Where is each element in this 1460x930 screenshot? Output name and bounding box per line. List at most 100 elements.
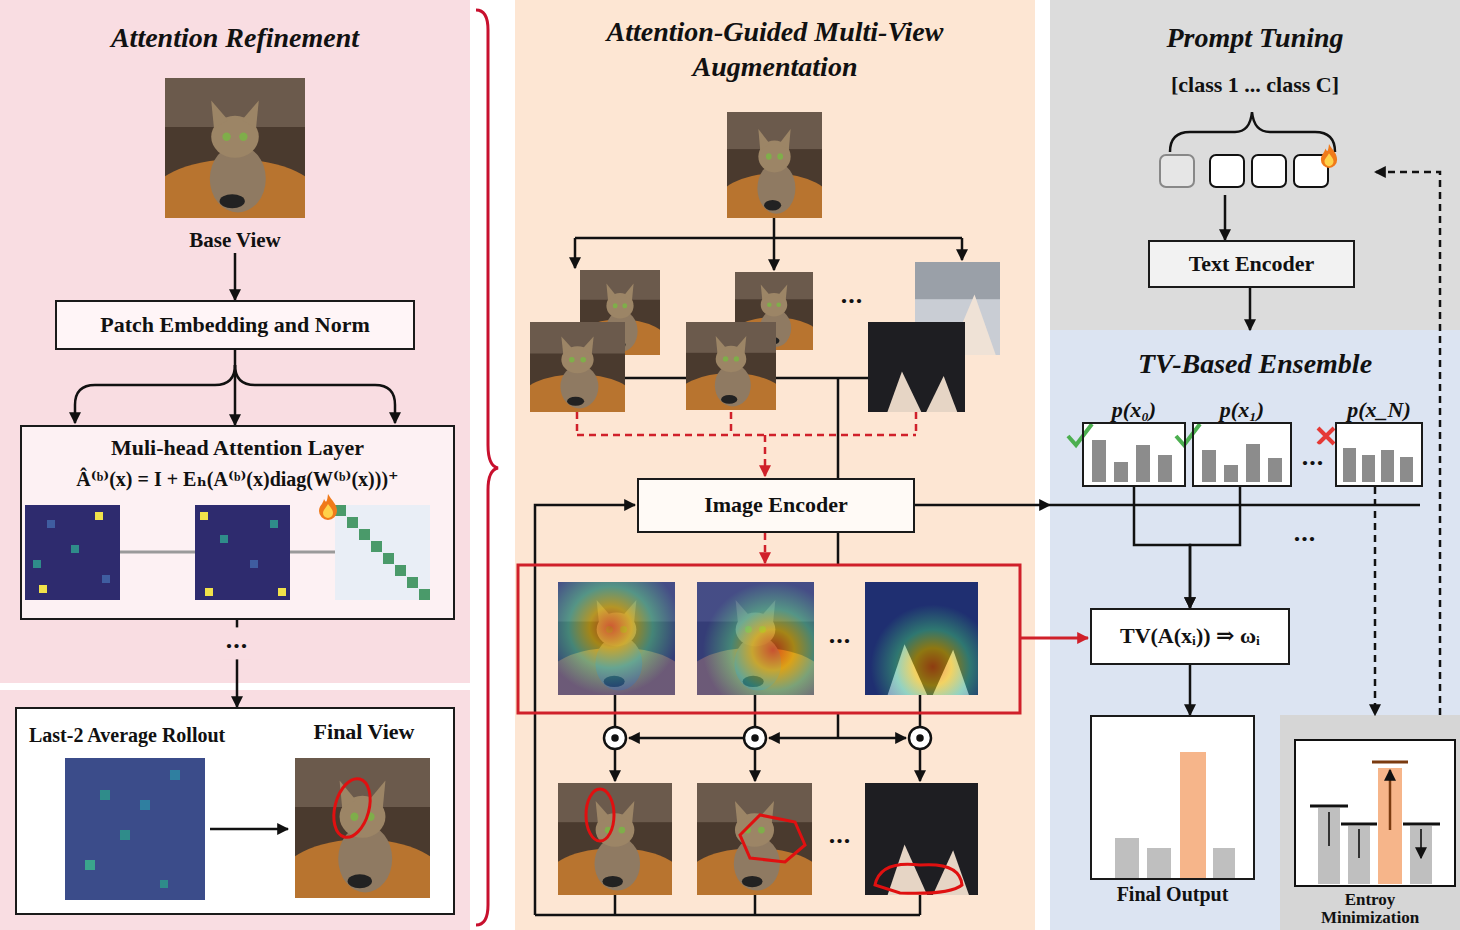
node-label: Final Output (1072, 882, 1273, 906)
attention-matrices (335, 505, 430, 600)
histogram-box: p(x_N) (1335, 422, 1423, 487)
output-chart (1115, 838, 1139, 878)
rollout-images (170, 770, 180, 780)
attention-matrices (250, 560, 258, 568)
multiply-symbols (613, 736, 618, 741)
node-label: p(x₁) (1164, 397, 1320, 423)
node-label: Patch Embedding and Norm (100, 312, 370, 338)
prompt-tokens (1170, 112, 1335, 152)
node-label: Muli-head Attention Layer (22, 435, 453, 461)
branch-wires (75, 365, 235, 423)
augmentation-wires (629, 737, 743, 740)
rollout-images (120, 830, 130, 840)
final-crops (544, 783, 978, 915)
multiply-symbols (744, 727, 766, 749)
text-slot: TV-Based Ensemble (1050, 346, 1460, 381)
text-slot: ... (1299, 444, 1328, 476)
connector (1374, 487, 1377, 715)
ellipsis-label: ... (826, 822, 855, 854)
attention-maps (697, 582, 814, 695)
node-label: Image Encoder (704, 492, 848, 518)
multiply-symbols (604, 727, 626, 749)
histograms (1050, 424, 1420, 505)
attention-matrices (270, 520, 278, 528)
text-slot: Muli-head Attention Layer (22, 435, 453, 461)
attention-maps (558, 582, 675, 695)
augmentation-wires (769, 737, 838, 740)
attention-matrices (383, 553, 394, 564)
attention-matrices (205, 588, 213, 596)
ellipsis-label: ... (1291, 520, 1320, 552)
box-fill (637, 478, 915, 533)
histograms (1068, 424, 1092, 445)
base-view-image (148, 78, 322, 243)
entropy-chart (1372, 761, 1408, 764)
rollout-images (160, 880, 168, 888)
view-images (675, 322, 787, 426)
final-crops (865, 783, 978, 895)
attention-matrices (25, 505, 120, 600)
augmentation-wires (574, 238, 577, 268)
connector (234, 253, 237, 300)
augmentation-wires (919, 749, 922, 781)
attention-maps (1020, 637, 1088, 640)
attention-maps (518, 565, 1088, 715)
augmentation-wires (535, 895, 920, 915)
node-label: Entroy Minimization (1305, 891, 1435, 927)
box-fill (1090, 715, 1255, 880)
node-body: Â⁽ᵇ⁾(x) = I + Eₕ(A⁽ᵇ⁾(x)diag(W⁽ᵇ⁾(x)))⁺ (22, 467, 453, 491)
augmentation-wires (773, 238, 776, 270)
node-label: Last-2 Average Rollout (29, 723, 225, 747)
box-fill (20, 425, 455, 620)
histograms (1202, 450, 1216, 482)
node-label: Attention-Guided Multi-View Augmentation (555, 14, 995, 84)
red-dashed-flow (764, 533, 767, 563)
entropy-panel: Entroy Minimization (1280, 715, 1460, 930)
rollout-images (210, 828, 288, 831)
text-slot: Final Output (1072, 882, 1273, 906)
panel-ground (0, 0, 470, 683)
rollout-images (85, 860, 95, 870)
final-crops (875, 864, 962, 893)
text-slot: Entroy Minimization (1305, 891, 1435, 927)
attention-matrices (47, 520, 55, 528)
entropy-chart (1295, 740, 1455, 886)
augmentation-wires (837, 378, 840, 738)
histograms (1268, 458, 1282, 482)
panel-ground (1050, 330, 1460, 930)
box-fill (1148, 240, 1355, 288)
histograms (1158, 455, 1172, 482)
connector (1249, 288, 1252, 330)
connector (234, 350, 237, 425)
histograms (1343, 448, 1356, 482)
prompt-tokens (1160, 112, 1337, 187)
augmentation-wires (838, 737, 906, 740)
text-slot: p(x_N) (1307, 397, 1451, 423)
node-label: Text Encoder (1189, 251, 1315, 277)
histograms (1246, 444, 1260, 482)
attention-maps (683, 582, 828, 715)
text-slot: ... (838, 282, 867, 314)
histogram-box: p(x₁) (1192, 422, 1292, 487)
attention-matrices (407, 577, 418, 588)
augmentation-wires (961, 238, 964, 260)
attention-matrices (71, 545, 79, 553)
node-label: [class 1 ... class C] (1135, 72, 1375, 98)
prompt-tokens: [class 1 ... class C] (1135, 68, 1375, 195)
text-slot: Patch Embedding and Norm (57, 302, 413, 348)
panel: TV-Based Ensemblep(x₀)p(x₁)p(x_N)TV(A(xᵢ… (1050, 330, 1460, 930)
text-slot: p(x₀) (1054, 397, 1214, 423)
panel-ground (0, 690, 470, 930)
connector (915, 504, 1050, 507)
text-slot: Prompt Tuning (1050, 20, 1460, 55)
multiply-symbols (909, 727, 931, 749)
panel: Attention RefinementBase ViewPatch Embed… (0, 0, 470, 683)
view-images (519, 112, 1000, 428)
text-slot: ... (1291, 520, 1320, 552)
text-slot: Attention Refinement (0, 20, 470, 55)
